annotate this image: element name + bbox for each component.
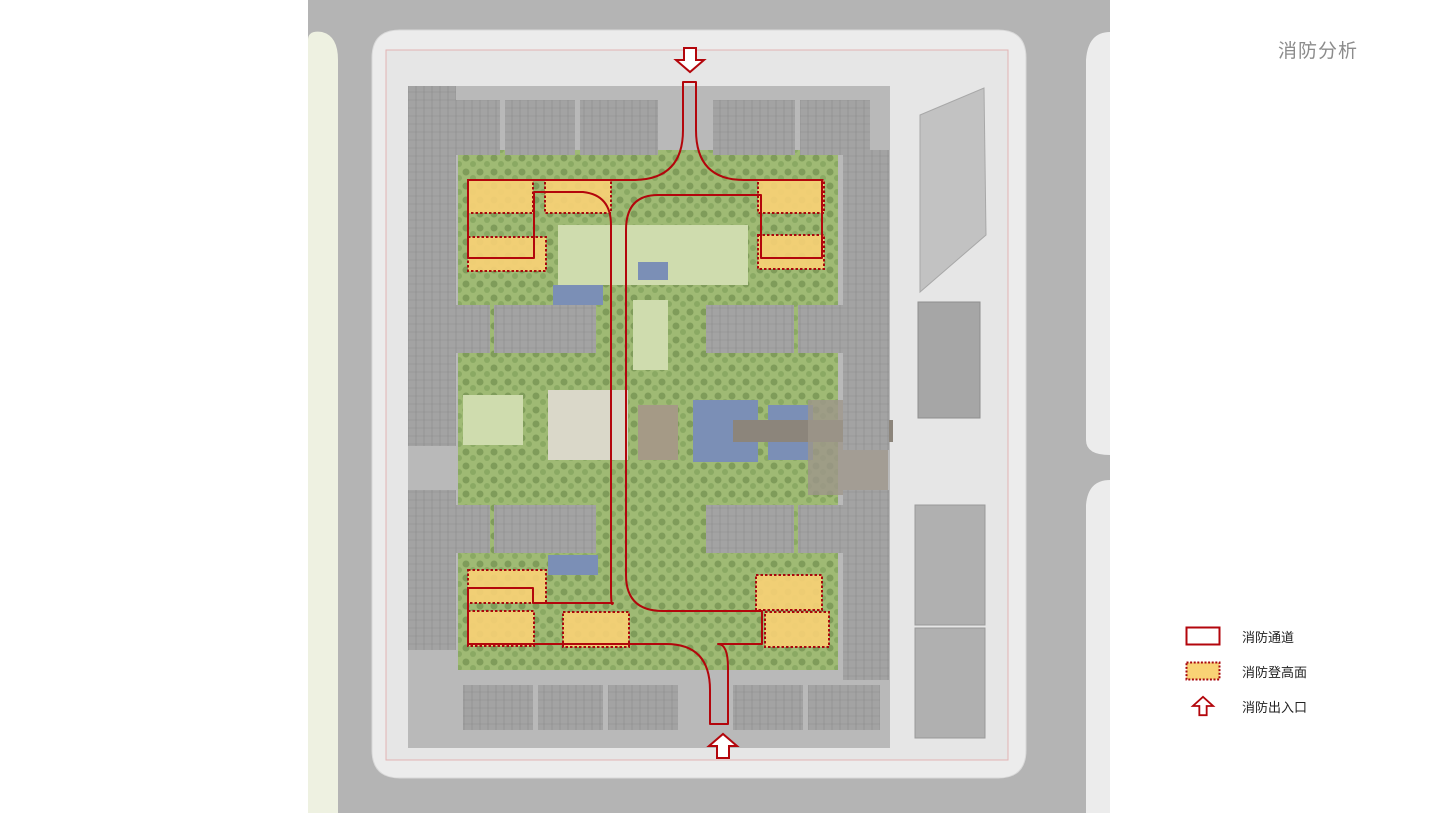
legend-item-climbing-surface: 消防登高面 [1185,659,1385,683]
legend-item-entrance: 消防出入口 [1185,694,1385,718]
climbing-surface [467,179,534,214]
climbing-surface [562,611,630,648]
south-entrance-arrow-icon [706,732,740,759]
west-green-strip [308,31,338,813]
climbing-surface [757,234,825,270]
fire-entrances [673,47,740,759]
buildings [408,86,889,730]
legend-label: 消防登高面 [1242,664,1308,680]
legend-label: 消防出入口 [1242,699,1308,715]
legend-label: 消防通道 [1242,629,1295,645]
climbing-surface [544,179,612,214]
site-plan [308,0,1110,813]
east-block-south [1086,480,1110,813]
climbing-surface [755,574,823,611]
climbing-surface [467,610,535,647]
east-block-north [1086,32,1110,455]
east-neighbour-buildings [914,87,987,739]
north-entrance-arrow-icon [673,47,707,74]
climbing-surface [764,611,830,648]
climbing-surface [467,569,547,604]
fire-route-swatch-icon [1185,626,1221,646]
climbing-surface-swatch-icon [1185,661,1221,681]
legend: 消防通道 消防登高面 消防出入口 [1185,624,1385,729]
entrance-arrow-icon [1190,695,1216,717]
fire-access-route [467,81,823,725]
page-title: 消防分析 [1278,41,1359,62]
legend-item-fire-route: 消防通道 [1185,624,1385,648]
climbing-surface [757,179,825,214]
